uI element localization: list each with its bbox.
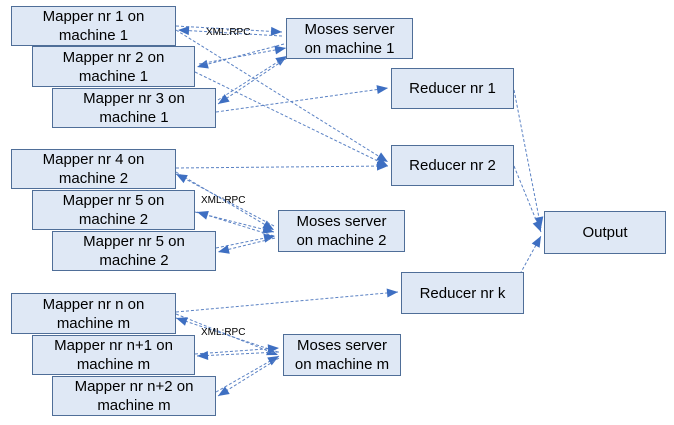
edge-mapper-n2-to-server-m [215,355,280,393]
arrowhead [274,45,286,55]
reducer-1-box: Reducer nr 1 [391,68,514,109]
edge-mapper2-to-server1 [198,45,287,65]
edge-server1-to-mapper2 [196,43,285,69]
mapper-2-box: Mapper nr 2 on machine 1 [32,46,195,87]
edge-server1-to-mapper1 [177,26,283,37]
edge-mapper1-to-server1 [175,25,283,36]
xml-rpc-label-3: XML:RPC [201,327,246,338]
mapper-4-box: Mapper nr 4 on machine 2 [11,149,176,189]
edge-server-m-to-mapper-n2 [217,357,280,397]
arrowhead [376,85,388,94]
arrowhead [532,220,541,232]
mapper-n-box: Mapper nr n on machine m [11,293,176,334]
edge-server-m-to-mapper-n [175,317,279,353]
edge-reducer2-to-output [513,165,542,233]
arrowhead [386,288,398,298]
edge-mapper4-to-reducer2 [175,161,389,171]
edge-mapper2-to-reducer2 [194,71,389,167]
arrowhead [267,356,279,366]
mapper-n-plus-1-box: Mapper nr n+1 on machine m [32,335,195,375]
edge-server2-to-mapper5b [217,237,276,254]
edge-server1-to-mapper3 [217,57,288,105]
mapper-3-box: Mapper nr 3 on machine 1 [52,88,216,128]
moses-server-m-box: Moses server on machine m [283,334,401,376]
arrowhead [531,236,541,248]
arrowhead [218,386,230,396]
mapper-5-box-b: Mapper nr 5 on machine 2 [52,231,216,271]
edge-mapper5a-to-server2 [194,211,275,234]
arrowhead [275,56,287,66]
edge-mapper5b-to-server2 [215,233,276,249]
moses-server-2-box: Moses server on machine 2 [278,210,405,252]
arrowhead [376,161,388,171]
reducer-2-box: Reducer nr 2 [391,145,514,186]
edge-server2-to-mapper4 [175,173,275,227]
xml-rpc-label-2: XML:RPC [201,195,246,206]
xml-rpc-label-1: XML:RPC [206,27,251,38]
edge-reducerk-to-output [519,235,542,275]
arrowhead [197,210,209,220]
arrowhead [267,344,279,354]
arrowhead [218,245,230,254]
mapper-5-box-a: Mapper nr 5 on machine 2 [32,190,195,230]
arrowhead [263,233,275,243]
edge-mapper-n-to-reducerk [175,288,399,313]
edge-server-m-to-mapper-n1 [196,350,280,360]
arrowhead [270,26,282,36]
arrowhead [218,94,230,104]
arrowhead [178,26,190,36]
arrowhead [262,224,274,234]
edge-mapper3-to-reducer1 [215,85,389,113]
edge-mapper-n1-to-server-m [194,344,280,355]
output-box: Output [544,211,666,254]
reducer-k-box: Reducer nr k [401,272,524,314]
edge-reducer1-to-output [513,89,544,229]
arrowhead [197,59,209,69]
arrowhead [176,317,188,326]
mapper-1-box: Mapper nr 1 on machine 1 [11,6,176,46]
mapper-n-plus-2-box: Mapper nr n+2 on machine m [52,376,216,416]
edge-server2-to-mapper5a [196,210,275,237]
arrowhead [176,174,188,184]
moses-server-1-box: Moses server on machine 1 [286,18,413,59]
arrowhead [197,350,209,360]
